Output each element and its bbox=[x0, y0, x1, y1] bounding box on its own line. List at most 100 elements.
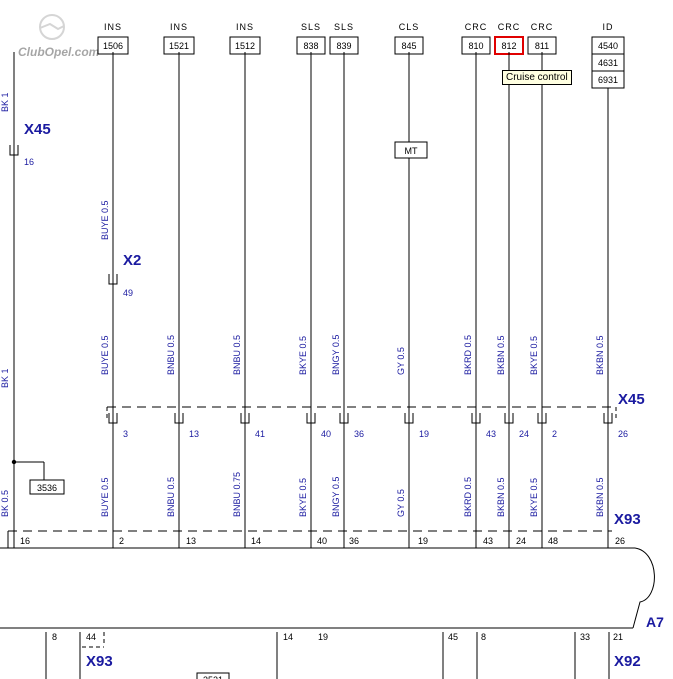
x45-pin: 41 bbox=[255, 429, 265, 439]
x45-terminal bbox=[504, 413, 514, 424]
x93-pin: 43 bbox=[483, 536, 493, 546]
top-connector-code: 811 bbox=[535, 41, 549, 51]
x45-terminal bbox=[174, 413, 184, 424]
low-wire-label: BKBN 0.5 bbox=[496, 477, 506, 517]
mt-box: MT bbox=[394, 141, 428, 159]
top-connector-group: SLS bbox=[301, 22, 321, 32]
top-connector-code: 1521 bbox=[169, 41, 189, 51]
mid-wire-label: BKBN 0.5 bbox=[595, 335, 605, 375]
x93-mid-connector: X93 bbox=[7, 511, 641, 548]
bottom-pin: 14 bbox=[283, 632, 293, 642]
left-wire-label-upper: BK 1 bbox=[0, 92, 10, 112]
low-wire-label: BKYE 0.5 bbox=[529, 478, 539, 517]
x45-terminal bbox=[603, 413, 613, 424]
mid-wire-label: BKYE 0.5 bbox=[529, 336, 539, 375]
top-connector-code: 812 bbox=[501, 41, 516, 51]
top-connector-group: ID bbox=[603, 22, 614, 32]
x2-terminal: X2 49 bbox=[108, 252, 141, 298]
splice-box: 3536 bbox=[29, 479, 65, 495]
x2-label: X2 bbox=[123, 252, 141, 269]
x45-terminal bbox=[339, 413, 349, 424]
x93-pin: 26 bbox=[615, 536, 625, 546]
x45-terminal bbox=[471, 413, 481, 424]
x45-terminal bbox=[306, 413, 316, 424]
x45-terminal bbox=[240, 413, 250, 424]
top-connector-1512[interactable]: INS 1512 bbox=[229, 22, 261, 55]
top-connector-group: INS bbox=[236, 22, 254, 32]
watermark-text: ClubOpel.com bbox=[18, 45, 100, 59]
x45-pin: 13 bbox=[189, 429, 199, 439]
x45-top-pin: 16 bbox=[24, 157, 34, 167]
mid-wire-label: BKYE 0.5 bbox=[298, 336, 308, 375]
opel-logo-icon bbox=[39, 14, 65, 40]
mid-wire-label: GY 0.5 bbox=[396, 347, 406, 375]
x93-pin: 19 bbox=[418, 536, 428, 546]
top-connector-group: CRC bbox=[465, 22, 488, 32]
low-wire-label: BKBN 0.5 bbox=[595, 477, 605, 517]
a7-label: A7 bbox=[646, 614, 664, 630]
top-connector-838[interactable]: SLS 838 bbox=[296, 22, 326, 55]
x45-terminal bbox=[404, 413, 414, 424]
x45-pin: 24 bbox=[519, 429, 529, 439]
bottom-pin: 21 bbox=[613, 632, 623, 642]
mid-wire-label: BUYE 0.5 bbox=[100, 335, 110, 375]
x45-pin: 43 bbox=[486, 429, 496, 439]
x93-pin: 48 bbox=[548, 536, 558, 546]
x93-pin: 2 bbox=[119, 536, 124, 546]
low-wire-label: BNBU 0.75 bbox=[232, 472, 242, 517]
x92-bottom-label: X92 bbox=[614, 653, 641, 670]
mid-wire-label: BKRD 0.5 bbox=[463, 335, 473, 375]
bottom-pin: 45 bbox=[448, 632, 458, 642]
mid-wire-label: BKBN 0.5 bbox=[496, 335, 506, 375]
wires bbox=[13, 52, 609, 548]
low-wire-label: GY 0.5 bbox=[396, 489, 406, 517]
top-connector-group: CRC bbox=[531, 22, 554, 32]
mid-wire-label: BNGY 0.5 bbox=[331, 335, 341, 375]
low-wire-label: BUYE 0.5 bbox=[100, 477, 110, 517]
cruise-control-tooltip: Cruise control bbox=[502, 70, 572, 85]
x45-terminal bbox=[537, 413, 547, 424]
mid-wire-label: BNBU 0.5 bbox=[166, 335, 176, 375]
bottom-partial-box-label: 3521 bbox=[203, 675, 223, 679]
bottom-pin: 44 bbox=[86, 632, 96, 642]
low-wire-label: BNGY 0.5 bbox=[331, 477, 341, 517]
x93-pin: 36 bbox=[349, 536, 359, 546]
x45-pin: 2 bbox=[552, 429, 557, 439]
top-connector-code: 4631 bbox=[598, 58, 618, 68]
top-connector-code: 4540 bbox=[598, 41, 618, 51]
low-wire-label: BKYE 0.5 bbox=[298, 478, 308, 517]
top-connector-code: 1512 bbox=[235, 41, 255, 51]
mt-label: MT bbox=[405, 146, 418, 156]
top-connector-code: 845 bbox=[401, 41, 416, 51]
x93-pin: 16 bbox=[20, 536, 30, 546]
x45-terminal bbox=[108, 413, 118, 424]
splice-box-label: 3536 bbox=[37, 483, 57, 493]
top-connector-code: 838 bbox=[303, 41, 318, 51]
x45-pin: 19 bbox=[419, 429, 429, 439]
x45-mid-label: X45 bbox=[618, 391, 645, 408]
a7-module: A7 bbox=[0, 547, 664, 630]
top-connector-group: SLS bbox=[334, 22, 354, 32]
low-wire-label: BNBU 0.5 bbox=[166, 477, 176, 517]
top-connector-code: 1506 bbox=[103, 41, 123, 51]
top-connector-811[interactable]: CRC 811 bbox=[527, 22, 557, 55]
mid-wire-label: BNBU 0.5 bbox=[232, 335, 242, 375]
x45-top-terminal: X45 16 bbox=[9, 121, 51, 167]
bottom-pin: 33 bbox=[580, 632, 590, 642]
x2-pin: 49 bbox=[123, 288, 133, 298]
upper-wire-label: BUYE 0.5 bbox=[100, 200, 110, 240]
x93-pin: 14 bbox=[251, 536, 261, 546]
splice-dot bbox=[11, 459, 17, 465]
low-wire-label: BKRD 0.5 bbox=[463, 477, 473, 517]
x93-pin: 40 bbox=[317, 536, 327, 546]
x45-pin: 26 bbox=[618, 429, 628, 439]
